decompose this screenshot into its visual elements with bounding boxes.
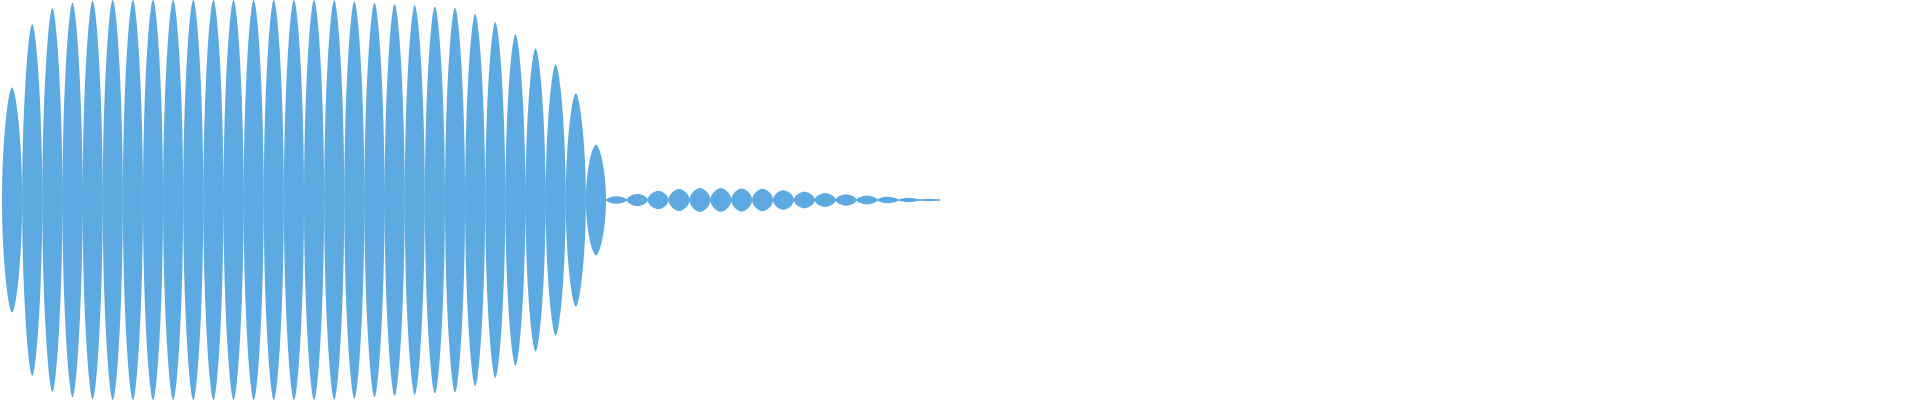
- loud-lobe-23: [465, 14, 486, 386]
- loud-lobe-18: [364, 2, 385, 398]
- waveform-lobes: [2, 0, 940, 400]
- loud-lobe-22: [444, 7, 466, 393]
- loud-lobe-10: [203, 0, 224, 400]
- loud-lobe-14: [283, 0, 304, 400]
- loud-lobe-29: [585, 144, 606, 256]
- loud-lobe-7: [142, 0, 164, 400]
- loud-lobe-24: [485, 22, 506, 378]
- loud-lobe-1: [22, 24, 43, 376]
- loud-lobe-27: [545, 64, 566, 336]
- loud-lobe-3: [62, 2, 83, 398]
- loud-lobe-4: [82, 0, 103, 400]
- loud-lobe-9: [183, 0, 204, 400]
- loud-lobe-26: [525, 48, 546, 352]
- loud-lobe-25: [505, 34, 526, 366]
- loud-lobe-5: [102, 0, 123, 400]
- loud-lobe-0: [2, 87, 23, 313]
- loud-lobe-16: [324, 0, 345, 400]
- loud-lobe-28: [565, 93, 586, 307]
- loud-lobe-20: [404, 5, 425, 395]
- loud-lobe-19: [384, 3, 405, 397]
- loud-lobe-12: [243, 0, 264, 400]
- loud-lobe-6: [122, 0, 143, 400]
- loud-lobe-2: [42, 8, 63, 392]
- loud-lobe-8: [163, 0, 184, 400]
- loud-lobe-15: [304, 0, 325, 400]
- loud-lobe-11: [223, 0, 244, 400]
- loud-lobe-17: [344, 1, 365, 399]
- loud-lobe-13: [263, 0, 284, 400]
- loud-lobe-21: [424, 6, 445, 394]
